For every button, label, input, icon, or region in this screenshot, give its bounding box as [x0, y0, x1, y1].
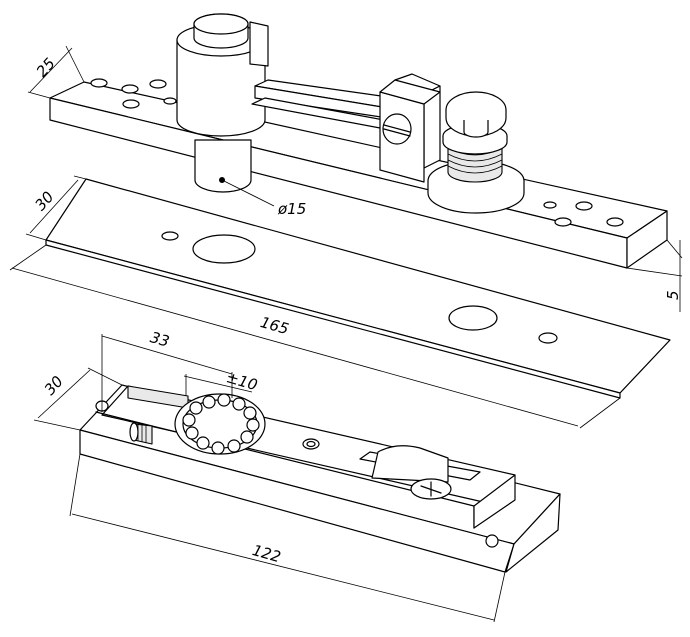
dim-diameter: ø15 [277, 200, 306, 218]
dimension-lines [9, 45, 683, 623]
dim-plate-length: 165 [258, 313, 290, 338]
spring-assembly [427, 91, 525, 214]
dim-adjust: ±10 [224, 368, 259, 394]
bearing-rollers [182, 393, 260, 455]
pivot-pin [194, 139, 252, 193]
dim-plate-width: 30 [31, 188, 57, 214]
adjusting-block [379, 73, 441, 183]
dim-thickness: 5 [664, 290, 682, 300]
link-bar [251, 79, 396, 129]
dim-offset: 33 [148, 328, 171, 351]
dim-top-width: 25 [33, 54, 59, 80]
cover-plate [45, 178, 671, 399]
cylinder-bushing [176, 13, 269, 137]
dim-base-length: 122 [250, 541, 282, 566]
floor-box [79, 384, 561, 573]
